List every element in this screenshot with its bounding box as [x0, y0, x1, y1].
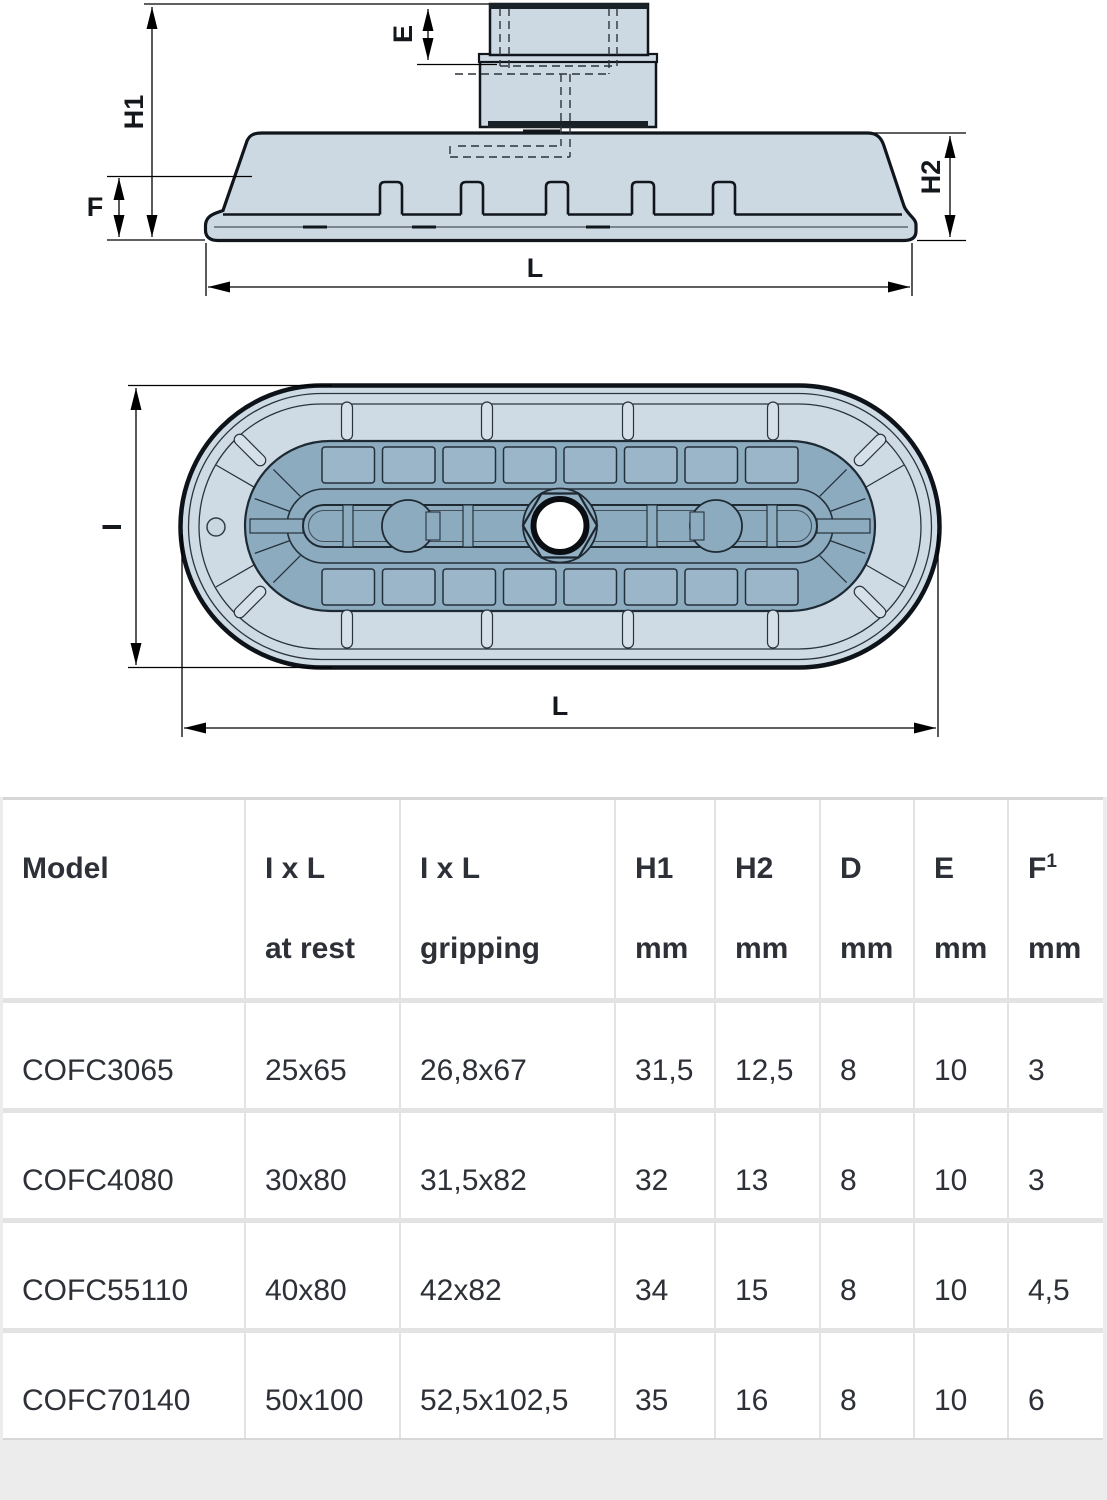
cell-f: 6: [1009, 1333, 1103, 1438]
header-ixl-gripping: I x L gripping: [401, 800, 614, 998]
cell-ixl-gripping: 26,8x67: [401, 1003, 614, 1108]
cap-bar-left: [249, 518, 304, 534]
ring-spokes: [215, 464, 905, 588]
header-model: Model: [3, 800, 244, 998]
cup-body-profile: [203, 131, 918, 243]
header-label: I x L: [420, 852, 481, 885]
cell-d: 8: [821, 1223, 913, 1328]
cell-h1: 34: [616, 1223, 714, 1328]
header-sublabel: mm: [1028, 932, 1082, 965]
cell-h2: 16: [716, 1333, 819, 1438]
vacuum-hole: [530, 496, 590, 555]
technical-drawing: H1 E F H2 L: [87, 2, 966, 737]
header-sublabel: at rest: [265, 932, 356, 965]
cleat-tabs: [378, 180, 737, 215]
cell-ixl-gripping: 52,5x102,5: [401, 1333, 614, 1438]
cell-ixl-rest: 40x80: [246, 1223, 399, 1328]
header-label: E: [934, 852, 955, 885]
header-h2: H2 mm: [716, 800, 819, 998]
header-sublabel: mm: [635, 932, 689, 965]
rib-row-bottom: [321, 568, 799, 606]
cell-ixl-rest: 50x100: [246, 1333, 399, 1438]
cell-f: 3: [1009, 1113, 1103, 1218]
header-label: F1: [1028, 851, 1057, 885]
hidden-lines: [449, 8, 618, 158]
fitting-lower: [478, 59, 658, 129]
header-d: D mm: [821, 800, 913, 998]
header-label: H2: [735, 852, 774, 885]
side-view-dimensions: [107, 3, 966, 296]
top-view-dimensions: [128, 384, 939, 737]
cell-h1: 35: [616, 1333, 714, 1438]
cell-e: 10: [915, 1003, 1007, 1108]
cell-e: 10: [915, 1333, 1007, 1438]
cell-e: 10: [915, 1113, 1007, 1218]
cell-h1: 31,5: [616, 1003, 714, 1108]
cell-h2: 12,5: [716, 1003, 819, 1108]
spec-table: Model I x L at rest I x L gripping H1 mm…: [3, 797, 1103, 1440]
pad-ring-2: [198, 403, 922, 650]
dim-label-e: E: [388, 25, 418, 43]
locating-hole: [206, 517, 226, 537]
channel-dividers: [342, 504, 778, 548]
dim-label-h1: H1: [119, 95, 149, 130]
cell-ixl-rest: 25x65: [246, 1003, 399, 1108]
dim-label-i: I: [97, 523, 127, 531]
side-view-drawing: H1 E F H2 L: [87, 2, 966, 296]
cell-f: 4,5: [1009, 1223, 1103, 1328]
cell-f: 3: [1009, 1003, 1103, 1108]
header-label: H1: [635, 852, 674, 885]
dim-label-l-side: L: [527, 253, 544, 283]
header-h1: H1 mm: [616, 800, 714, 998]
fitting-upper: [488, 2, 650, 57]
header-ixl-rest: I x L at rest: [246, 800, 399, 998]
fitting-thread-top: [489, 3, 648, 9]
cell-ixl-rest: 30x80: [246, 1113, 399, 1218]
cell-d: 8: [821, 1003, 913, 1108]
cell-ixl-gripping: 31,5x82: [401, 1113, 614, 1218]
header-label: I x L: [265, 852, 326, 885]
cell-model: COFC70140: [3, 1333, 244, 1438]
cell-ixl-gripping: 42x82: [401, 1223, 614, 1328]
port-left-notch: [425, 511, 441, 541]
cell-d: 8: [821, 1333, 913, 1438]
cell-h1: 32: [616, 1113, 714, 1218]
header-sublabel: mm: [840, 932, 894, 965]
top-view-drawing: I L: [97, 383, 942, 737]
footnote-marker: 1: [1046, 851, 1057, 872]
header-label: Model: [22, 852, 109, 885]
cell-model: COFC3065: [3, 1003, 244, 1108]
ring-slots: [233, 401, 887, 649]
header-label: D: [840, 852, 862, 885]
dim-label-f: F: [87, 192, 104, 222]
cap-bar-right: [816, 518, 871, 534]
dim-label-l-top: L: [552, 691, 569, 721]
header-sublabel: mm: [934, 932, 988, 965]
header-sublabel: mm: [735, 932, 789, 965]
header-f: F1 mm: [1009, 800, 1103, 998]
pad-ring-1: [187, 392, 933, 661]
cell-d: 8: [821, 1113, 913, 1218]
rib-row-top: [321, 446, 799, 484]
dim-label-h2: H2: [916, 160, 946, 195]
cell-e: 10: [915, 1223, 1007, 1328]
port-right-notch: [689, 511, 705, 541]
cell-model: COFC55110: [3, 1223, 244, 1328]
header-e: E mm: [915, 800, 1007, 998]
cell-h2: 13: [716, 1113, 819, 1218]
table-section: Model I x L at rest I x L gripping H1 mm…: [0, 797, 1107, 1500]
cell-h2: 15: [716, 1223, 819, 1328]
cap-fan-ribs: [254, 468, 866, 584]
cell-model: COFC4080: [3, 1113, 244, 1218]
fitting-base-band: [488, 121, 648, 128]
header-sublabel: gripping: [420, 932, 540, 965]
